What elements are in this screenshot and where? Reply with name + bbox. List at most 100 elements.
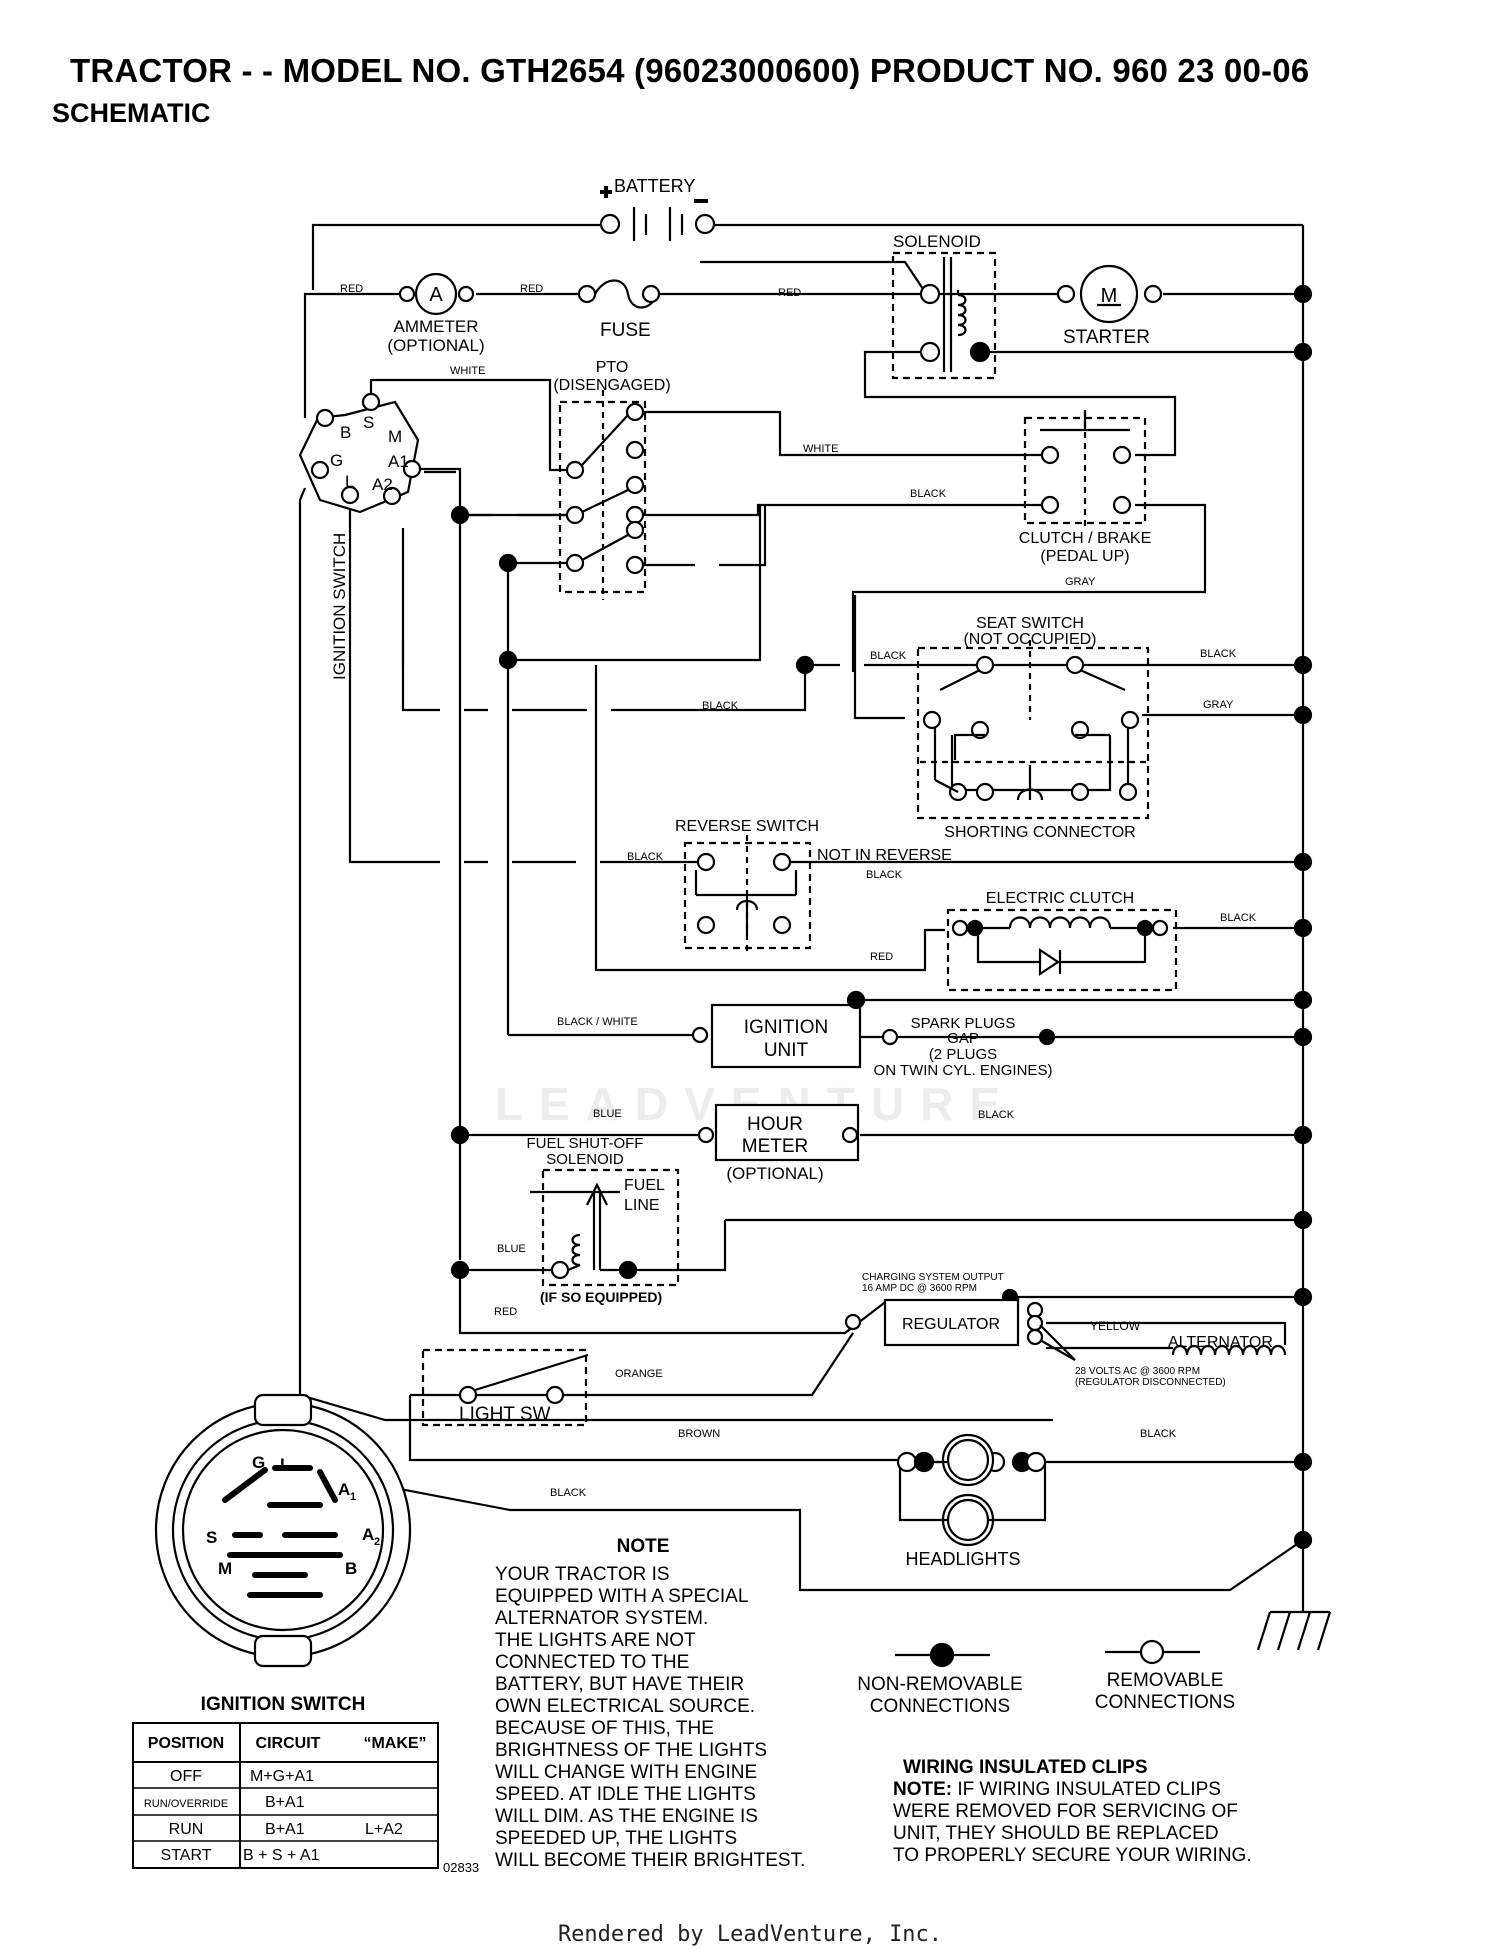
pto-disengaged-label: (DISENGAGED) <box>553 377 670 394</box>
wire-label-red-4: RED <box>870 951 893 963</box>
non-removable-label: NON-REMOVABLE <box>857 1674 1022 1695</box>
ignition-switch-schematic: B S M G A1 L A2 IGNITION SWITCH <box>298 392 422 680</box>
battery: BATTERY <box>599 176 716 241</box>
pedal-up-label: (PEDAL UP) <box>1040 548 1129 565</box>
line-label: LINE <box>624 1197 660 1214</box>
wire-label-black-5: BLACK <box>627 851 664 863</box>
terminal-m-label: M <box>388 427 402 446</box>
fuel-label: FUEL <box>624 1177 665 1194</box>
note-line-4: THE LIGHTS ARE NOT <box>495 1630 696 1651</box>
wire-labels: RED RED RED WHITE WHITE BLACK GRAY BLACK… <box>340 283 1257 1499</box>
light-sw-label: LIGHT SW <box>459 1404 551 1425</box>
wire-label-brown: BROWN <box>678 1428 720 1440</box>
row-make-off: M+G+A1 <box>250 1768 314 1785</box>
terminal-l-label: L <box>345 472 354 491</box>
hour-meter-optional: (OPTIONAL) <box>726 1164 823 1183</box>
ammeter-symbol: A <box>429 284 443 306</box>
removable-connections-label: CONNECTIONS <box>1095 1692 1235 1713</box>
wire-label-black-3: BLACK <box>1200 648 1237 660</box>
ammeter-label: AMMETER <box>394 317 479 336</box>
clips-line-3: UNIT, THEY SHOULD BE REPLACED <box>893 1823 1219 1844</box>
yellow-wire-label: YELLOW <box>1090 1319 1141 1333</box>
wire-label-red-5: RED <box>494 1306 517 1318</box>
starter-symbol: M <box>1101 285 1118 307</box>
row-position-off: OFF <box>170 1768 202 1785</box>
seat-switch: SEAT SWITCH (NOT OCCUPIED) SHORTING CONN… <box>916 615 1150 841</box>
hour-meter: HOUR METER (OPTIONAL) <box>697 1103 860 1183</box>
wire-label-red-1: RED <box>340 283 363 295</box>
terminal-a2-label: A2 <box>372 475 393 494</box>
note-line-1: YOUR TRACTOR IS <box>495 1564 670 1585</box>
ignition-unit: IGNITION UNIT SPARK PLUGS GAP (2 PLUGS O… <box>691 1003 1056 1079</box>
charging-output-label: CHARGING SYSTEM OUTPUT <box>862 1272 1004 1283</box>
meter-label: METER <box>742 1136 809 1157</box>
note-line-8: BECAUSE OF THIS, THE <box>495 1718 714 1739</box>
electric-clutch: ELECTRIC CLUTCH <box>946 890 1178 992</box>
fuel-shutoff-solenoid: FUEL SHUT-OFF SOLENOID FUEL LINE (IF SO … <box>527 1135 680 1305</box>
spark-plugs-gap: GAP <box>947 1030 979 1047</box>
wire-label-black-9: BLACK <box>1140 1428 1177 1440</box>
row-make-run: B+A1 <box>265 1821 305 1838</box>
ignition-switch-face: G L A 1 S A 2 M B <box>154 1393 412 1668</box>
reverse-switch: REVERSE SWITCH NOT IN REVERSE <box>675 818 952 955</box>
clips-line-2: WERE REMOVED FOR SERVICING OF <box>893 1801 1238 1822</box>
spark-plugs-label: SPARK PLUGS <box>911 1015 1016 1032</box>
wire-label-white-2: WHITE <box>803 443 838 455</box>
face-a1: A <box>338 1480 350 1499</box>
part-number: 02833 <box>443 1860 479 1875</box>
wire-label-black-4: BLACK <box>702 700 739 712</box>
table-caption: IGNITION SWITCH <box>201 1694 366 1715</box>
note-line-10: WILL CHANGE WITH ENGINE <box>495 1762 757 1783</box>
header-circuit: CIRCUIT <box>256 1735 321 1752</box>
terminal-b-label: B <box>340 423 351 442</box>
ignition-table: IGNITION SWITCH POSITION CIRCUIT “MAKE” … <box>132 1694 479 1875</box>
clips-line-1: NOTE: IF WIRING INSULATED CLIPS <box>893 1779 1221 1800</box>
light-switch: LIGHT SW <box>421 1348 589 1427</box>
header-make: “MAKE” <box>363 1735 426 1752</box>
clips-note-label: NOTE: <box>893 1779 952 1800</box>
solenoid-sub-label: SOLENOID <box>546 1151 624 1168</box>
face-a1-sub: 1 <box>350 1491 356 1503</box>
wires <box>298 223 1332 1651</box>
regulator-disconnected-label: (REGULATOR DISCONNECTED) <box>1075 1377 1226 1388</box>
reverse-switch-label: REVERSE SWITCH <box>675 818 819 835</box>
not-in-reverse-label: NOT IN REVERSE <box>817 847 952 864</box>
wire-label-black-2: BLACK <box>870 650 907 662</box>
wire-label-black-8: BLACK <box>978 1109 1015 1121</box>
face-l: L <box>280 1455 290 1474</box>
solenoid: SOLENOID <box>891 232 997 380</box>
battery-label: BATTERY <box>614 176 695 196</box>
page-subtitle: SCHEMATIC <box>52 98 211 128</box>
clips-line-1-text: IF WIRING INSULATED CLIPS <box>952 1779 1221 1800</box>
row-make-run-override: B+A1 <box>265 1794 305 1811</box>
ignition-switch-vertical-label: IGNITION SWITCH <box>330 533 349 680</box>
note-line-12: WILL DIM. AS THE ENGINE IS <box>495 1806 758 1827</box>
solenoid-label: SOLENOID <box>893 232 981 251</box>
connection-dots <box>450 284 1313 1550</box>
row-position-start: START <box>161 1847 212 1864</box>
wire-label-black-white: BLACK / WHITE <box>557 1016 638 1028</box>
clutch-brake-switch: CLUTCH / BRAKE (PEDAL UP) <box>1019 410 1151 565</box>
wire-label-gray-1: GRAY <box>1065 576 1096 588</box>
face-g: G <box>252 1453 265 1472</box>
note-line-2: EQUIPPED WITH A SPECIAL <box>495 1586 748 1607</box>
ammeter-optional-label: (OPTIONAL) <box>387 336 484 355</box>
wire-label-white-1: WHITE <box>450 365 485 377</box>
terminal-s-label: S <box>363 413 374 432</box>
headlights-label: HEADLIGHTS <box>905 1549 1020 1569</box>
non-removable-connections-label: CONNECTIONS <box>870 1696 1010 1717</box>
fuel-shutoff-label: FUEL SHUT-OFF <box>527 1135 644 1152</box>
note-heading: NOTE <box>617 1536 670 1557</box>
page-title: TRACTOR - - MODEL NO. GTH2654 (960230006… <box>70 52 1310 89</box>
note-line-6: BATTERY, BUT HAVE THEIR <box>495 1674 744 1695</box>
electric-clutch-label: ELECTRIC CLUTCH <box>986 890 1134 907</box>
pto-label: PTO <box>596 359 629 376</box>
face-m: M <box>218 1559 232 1578</box>
wire-label-black-6: BLACK <box>866 869 903 881</box>
wire-label-black-7: BLACK <box>1220 912 1257 924</box>
fuse-label: FUSE <box>600 320 651 341</box>
ammeter: A AMMETER (OPTIONAL) <box>387 272 485 355</box>
wire-label-blue-2: BLUE <box>497 1243 526 1255</box>
row-position-run: RUN <box>169 1821 204 1838</box>
header-position: POSITION <box>148 1735 224 1752</box>
